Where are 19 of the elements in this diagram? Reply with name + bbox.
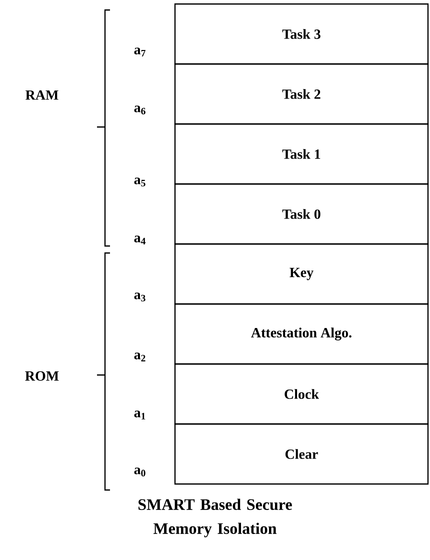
memory-row: Clock [174,363,429,425]
caption: SMART Based Secure Memory Isolation [138,498,292,538]
address-label: a$_{2}$ [134,352,146,362]
memory-row: Clear [174,423,429,485]
address-label: a$_{7}$ [134,48,146,56]
address-label: a$_{4}$ [134,236,146,244]
memory-row: Key [174,243,429,305]
address-label: a$_{1}$ [134,410,146,420]
memory-row: Task 1 [174,123,429,185]
address-label: a$_{6}$ [134,106,146,114]
address-label: ROM [25,371,59,381]
address-label: RAM [26,90,58,100]
address-label: a$_{5}$ [134,178,146,186]
address-label: a$_{3}$ [134,292,146,302]
memory-row: Task 3 [174,3,429,65]
address-label: a$_{0}$ [134,468,146,476]
memory-row: Task 2 [174,63,429,125]
memory-row: Task 0 [174,183,429,245]
memory-row: Attestation Algo. [174,303,429,365]
